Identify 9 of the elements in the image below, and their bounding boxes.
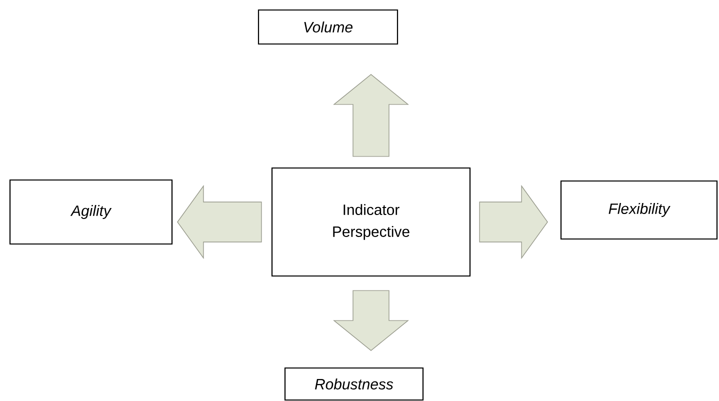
text-box: Volume (258, 9, 398, 45)
text-box: Flexibility (560, 180, 718, 240)
block-arrow (333, 290, 409, 351)
block-arrow (333, 74, 409, 157)
text-box: Indicator Perspective (271, 167, 471, 277)
text-box: Agility (9, 179, 173, 245)
text-box: Robustness (284, 367, 424, 401)
block-arrow (177, 184, 262, 260)
block-arrow (479, 184, 548, 260)
